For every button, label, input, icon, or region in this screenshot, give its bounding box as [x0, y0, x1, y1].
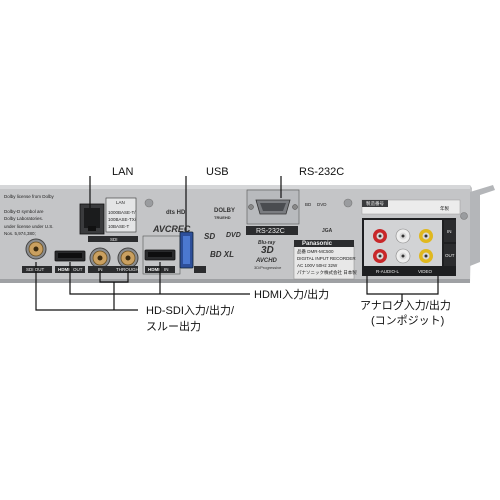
rca-out-audio-r	[373, 249, 387, 263]
callout-lines	[35, 176, 439, 311]
year-label: 年製	[440, 206, 449, 211]
lan-spec: 10BASE-T	[108, 224, 130, 229]
avchd-logo: AVCHD	[256, 258, 277, 264]
lan-label-plate	[105, 197, 137, 233]
bluray-3d-logo: 3D	[261, 245, 274, 256]
rs232c-panel-label: RS-232C	[256, 228, 285, 235]
callout-usb: USB	[206, 166, 229, 178]
callout-sdi-line1: HD-SDI入力/出力/	[146, 305, 234, 317]
side-bracket	[470, 185, 495, 266]
sdi-out-label: SDI OUT	[26, 267, 45, 272]
av-in-label: IN	[447, 229, 452, 234]
sdi-through-bnc	[117, 247, 139, 269]
av-audio-label: R-AUDIO-L	[376, 269, 400, 274]
rca-in-audio-r	[373, 229, 387, 243]
hdmi-in-label: IN	[164, 267, 169, 272]
sdi-through-label: THROUGH	[116, 267, 139, 272]
sdi-in-bnc	[89, 247, 111, 269]
hdmi-out-logo: HDMI	[58, 267, 70, 272]
sdi-in-label: IN	[98, 267, 103, 272]
rs232c-label-bar	[246, 226, 298, 235]
bdxl-logo: BD XL	[210, 250, 234, 259]
callout-hdmi: HDMI入力/出力	[254, 289, 330, 301]
lan-spec: 1000BASE-T/	[108, 210, 136, 215]
callout-analog-line1: アナログ入力/出力	[360, 300, 451, 312]
hdmi-in-logo: HDMI	[148, 267, 160, 272]
dolby-logo: DOLBY	[214, 208, 235, 214]
av-video-label: VIDEO	[418, 269, 433, 274]
rca-in-video	[419, 229, 433, 243]
license-line: Dolby Laboratories.	[4, 216, 44, 221]
license-line: Dolby license from Dolby	[4, 194, 54, 199]
hdmi-out-label: OUT	[73, 267, 83, 272]
avcrec-logo: AVCREC	[153, 224, 191, 234]
license-line: Nos. 5,974,380;	[4, 231, 36, 236]
model-line: AC 100V 50Hz 32W	[297, 263, 338, 268]
rca-out-audio-l	[395, 248, 411, 264]
license-line: Dolby-D symbol are	[4, 209, 44, 214]
bluray-logo: Blu-ray	[258, 240, 276, 246]
avchd-sub-logo: 3D/Progressive	[254, 265, 282, 270]
sd-logo: SD	[204, 232, 216, 241]
license-line: under license under U.S.	[4, 224, 54, 229]
screw	[460, 212, 468, 220]
lan-panel-label: LAN	[116, 200, 125, 205]
dolby-sub-logo: TRUEHD	[214, 215, 231, 220]
screw	[343, 198, 353, 208]
callout-lan: LAN	[112, 166, 134, 178]
screw	[144, 198, 154, 208]
model-line: DIGITAL INPUT RECORDER	[297, 256, 356, 261]
jga-logo: JGA	[322, 228, 333, 234]
model-label	[293, 245, 355, 280]
panasonic-logo: Panasonic	[302, 241, 333, 247]
model-line: 品番 DMR-MC500	[297, 249, 334, 254]
lan-spec: 100BASE-TX/	[108, 217, 137, 222]
dvd-small-label: DVD	[317, 202, 327, 207]
callout-rs232c: RS-232C	[299, 166, 345, 178]
sdi-label-bar	[88, 236, 138, 242]
av-out-label: OUT	[445, 253, 455, 258]
dts-logo: dts HD	[166, 210, 186, 216]
model-line: パナソニック株式会社 日本製	[297, 270, 357, 275]
callout-analog-line2: (コンポジット)	[371, 315, 445, 327]
rca-in-audio-l	[395, 228, 411, 244]
callout-sdi-line2: スルー出力	[146, 321, 201, 333]
rca-out-video	[419, 249, 433, 263]
sdi-panel-label: SDI	[110, 237, 118, 242]
serial-label: 製造番号	[366, 201, 384, 206]
dvd-logo: DVD	[226, 232, 241, 239]
sdi-out-bnc	[25, 238, 47, 260]
bd-label: BD	[305, 202, 312, 207]
